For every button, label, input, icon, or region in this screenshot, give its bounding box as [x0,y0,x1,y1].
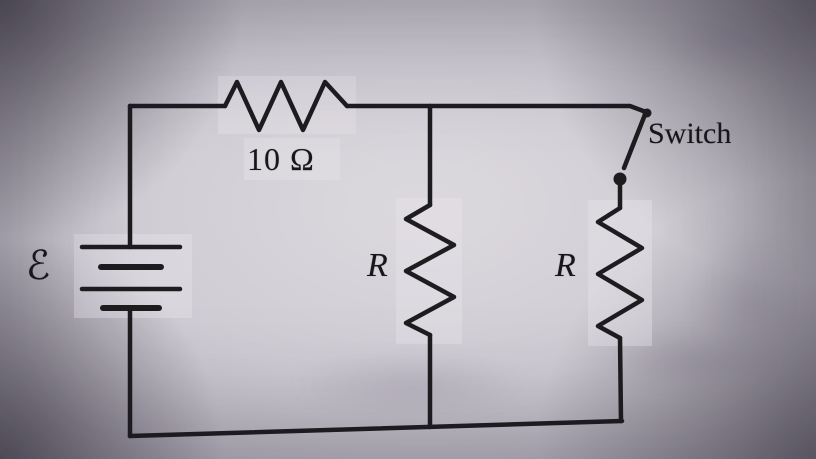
series-resistor-label: 10 Ω [247,141,315,177]
resistor-10ohm [222,79,350,133]
wire-top-right [344,103,649,115]
switch-terminal-dot [613,172,627,186]
wire-right-lower [617,335,624,424]
switch-label: Switch [648,117,732,150]
switch-blade [621,109,649,171]
resistor-right [595,205,645,341]
middle-resistor-label: R [367,247,388,284]
highlight-patches [74,76,652,346]
wire-bottom [127,418,625,439]
right-resistor-label: R [555,247,576,284]
switch-pivot-dot [642,108,652,118]
emf-label: ℰ [26,243,51,289]
resistor-middle [403,202,457,338]
